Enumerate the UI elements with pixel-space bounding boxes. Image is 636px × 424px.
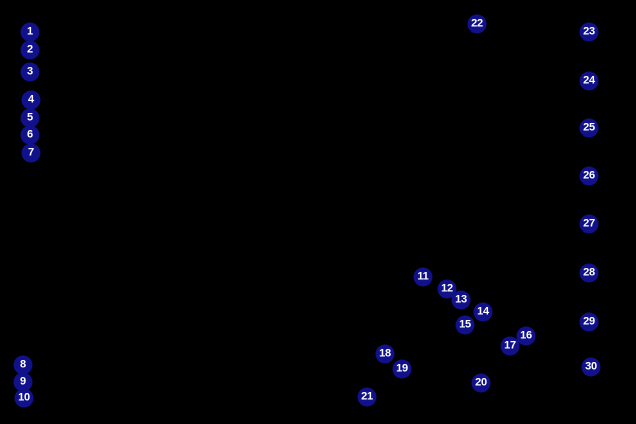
element-marker-21[interactable]: 21 [357, 387, 377, 407]
element-marker-15[interactable]: 15 [455, 315, 475, 335]
element-marker-1[interactable]: 1 [20, 22, 40, 42]
element-marker-17[interactable]: 17 [500, 336, 520, 356]
element-marker-24[interactable]: 24 [579, 71, 599, 91]
element-marker-18[interactable]: 18 [375, 344, 395, 364]
element-marker-28[interactable]: 28 [579, 263, 599, 283]
element-marker-13[interactable]: 13 [451, 290, 471, 310]
element-marker-9[interactable]: 9 [13, 372, 33, 392]
element-marker-30[interactable]: 30 [581, 357, 601, 377]
element-marker-6[interactable]: 6 [20, 125, 40, 145]
element-marker-5[interactable]: 5 [20, 108, 40, 128]
element-marker-7[interactable]: 7 [21, 143, 41, 163]
element-marker-22[interactable]: 22 [467, 14, 487, 34]
element-marker-3[interactable]: 3 [20, 62, 40, 82]
element-marker-10[interactable]: 10 [14, 388, 34, 408]
element-marker-8[interactable]: 8 [13, 355, 33, 375]
element-marker-12[interactable]: 12 [437, 279, 457, 299]
element-marker-26[interactable]: 26 [579, 166, 599, 186]
element-marker-11[interactable]: 11 [413, 267, 433, 287]
element-marker-23[interactable]: 23 [579, 22, 599, 42]
element-marker-19[interactable]: 19 [392, 359, 412, 379]
element-marker-14[interactable]: 14 [473, 302, 493, 322]
element-marker-4[interactable]: 4 [21, 90, 41, 110]
element-marker-20[interactable]: 20 [471, 373, 491, 393]
element-marker-25[interactable]: 25 [579, 118, 599, 138]
element-marker-29[interactable]: 29 [579, 312, 599, 332]
element-marker-16[interactable]: 16 [516, 326, 536, 346]
element-marker-27[interactable]: 27 [579, 214, 599, 234]
element-marker-2[interactable]: 2 [20, 40, 40, 60]
